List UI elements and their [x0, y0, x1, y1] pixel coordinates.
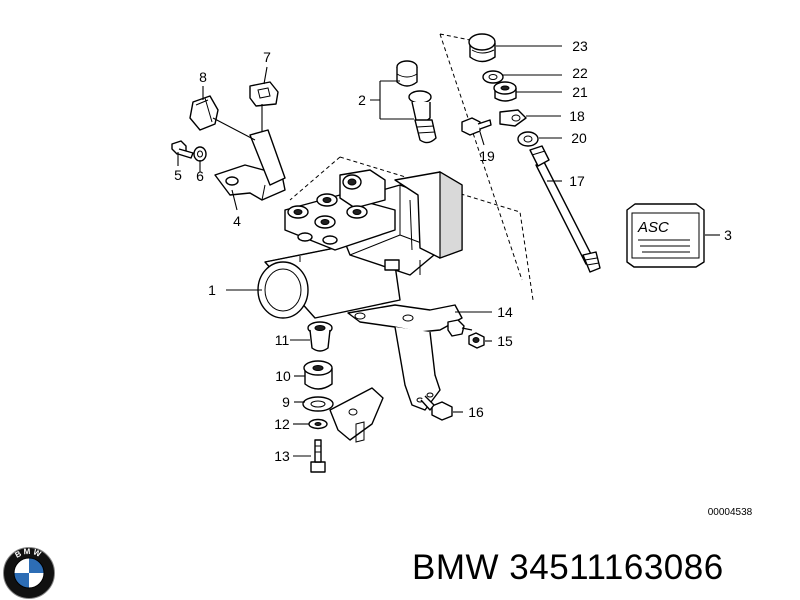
bushing-11 [307, 321, 333, 352]
asc-cover: ASC [626, 203, 705, 268]
callout-labels: 1 2 3 4 5 6 7 8 9 10 11 12 13 14 15 16 1… [174, 38, 753, 518]
callout-2: 2 [358, 92, 366, 108]
bracket [214, 129, 286, 201]
grommet-21 [493, 81, 517, 102]
nut-15 [468, 332, 485, 349]
bracket-plate-14 [347, 304, 463, 411]
callout-7: 7 [263, 49, 271, 65]
callout-10: 10 [275, 368, 291, 384]
clamp-7 [249, 81, 279, 107]
caption-part-number: 34511163086 [509, 548, 724, 587]
cover-badge-text: ASC [637, 219, 669, 236]
callout-21: 21 [572, 84, 588, 100]
callout-15: 15 [497, 333, 513, 349]
callout-18: 18 [569, 108, 585, 124]
bmw-logo-icon: BMW [3, 547, 55, 599]
washer-12 [308, 418, 328, 430]
caption-brand: BMW [412, 548, 500, 587]
callout-3: 3 [724, 227, 732, 243]
callout-20: 20 [571, 130, 587, 146]
holder-8 [189, 95, 219, 131]
bolt-16 [420, 395, 453, 421]
bolt-13 [310, 439, 326, 473]
callout-11: 11 [275, 332, 290, 348]
ring-9 [302, 396, 334, 412]
callout-14: 14 [497, 304, 513, 320]
clip-18 [499, 109, 527, 127]
callout-17: 17 [569, 173, 585, 189]
cap-23 [468, 33, 496, 63]
part-caption: BMW 34511163086 [412, 548, 724, 588]
screw-19 [461, 117, 492, 136]
washer-6 [193, 146, 207, 162]
callout-16: 16 [468, 404, 484, 420]
callout-22: 22 [572, 65, 588, 81]
drawing-number: 00004538 [708, 507, 753, 518]
dashed-frame [289, 33, 534, 301]
callout-13: 13 [274, 448, 290, 464]
callout-5: 5 [174, 167, 182, 183]
bolt-5 [171, 140, 194, 159]
callout-8: 8 [199, 69, 207, 85]
callout-12: 12 [274, 416, 290, 432]
callout-1: 1 [208, 282, 216, 298]
callout-19: 19 [479, 148, 495, 164]
rubber-mount-10 [303, 360, 333, 390]
ring-22 [482, 70, 504, 84]
plug-grommet [396, 60, 437, 144]
brake-line-17 [529, 145, 601, 273]
hydraulic-unit [257, 169, 463, 319]
washer-20 [517, 131, 539, 147]
callout-23: 23 [572, 38, 588, 54]
callout-9: 9 [282, 394, 290, 410]
callout-4: 4 [233, 213, 241, 229]
logo-text: BMW [14, 547, 45, 560]
support-bracket [329, 387, 384, 443]
callout-6: 6 [196, 168, 204, 184]
bolt-bracket [447, 319, 473, 337]
leader-lines [177, 45, 720, 457]
